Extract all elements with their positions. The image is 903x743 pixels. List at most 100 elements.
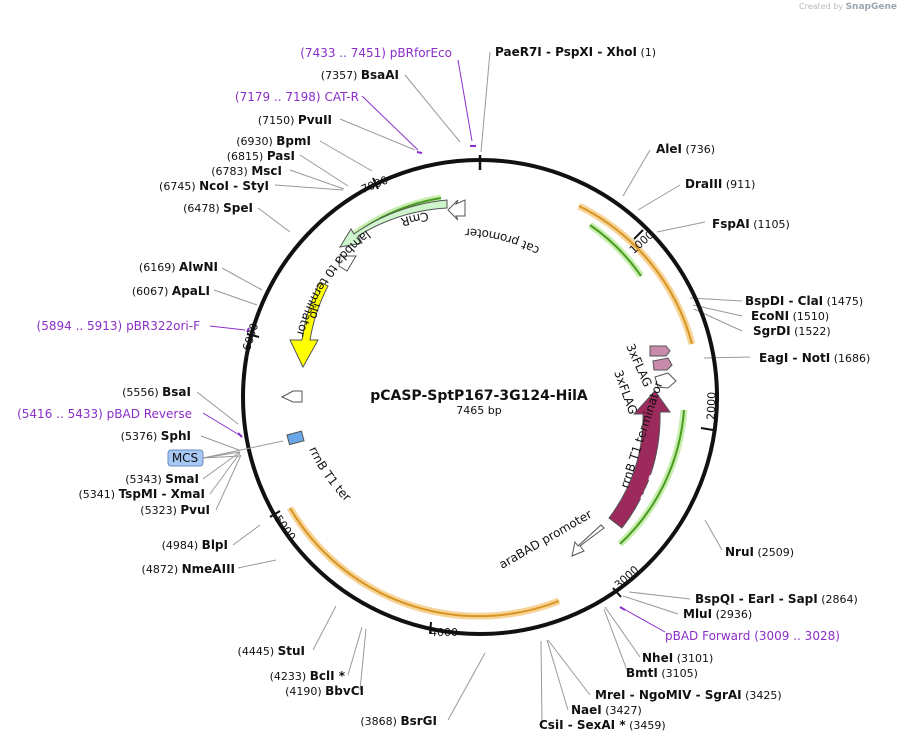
site-position: (1686)	[834, 352, 871, 365]
site-separator: -	[775, 592, 788, 606]
flag-a-arrow	[649, 345, 671, 357]
site-enzyme-name: EcoNI	[751, 309, 789, 323]
site-position: (6815)	[227, 150, 264, 163]
primer-range: (7179 .. 7198)	[235, 90, 321, 104]
site-enzyme-name: SmaI	[165, 472, 199, 486]
restriction-site-label: (5376) SphI	[121, 429, 191, 443]
site-position: (911)	[726, 178, 756, 191]
plasmid-length: 7465 bp	[456, 404, 501, 417]
site-enzyme-name: BsaAI	[361, 68, 399, 82]
site-position: (5323)	[140, 504, 177, 517]
site-position: (6169)	[139, 261, 176, 274]
site-position: (736)	[686, 143, 716, 156]
site-position: (2936)	[716, 608, 753, 621]
site-enzyme-name: NruI	[725, 545, 754, 559]
site-enzyme-name: BbvCI	[325, 684, 364, 698]
site-position: (4872)	[142, 563, 179, 576]
site-separator: -	[564, 718, 577, 732]
site-enzyme-name: SgrAI	[705, 688, 742, 702]
site-position: (3105)	[661, 667, 698, 680]
restriction-site-label: (5556) BsaI	[122, 385, 191, 399]
primer-range: (7433 .. 7451)	[300, 46, 386, 60]
cat-promoter-label: cat promoter	[465, 225, 542, 257]
site-enzyme-name: PaeR7I	[495, 45, 542, 59]
restriction-site-label: EcoNI (1510)	[751, 309, 829, 323]
primer-range: (3009 .. 3028)	[754, 629, 840, 643]
restriction-site-label: BspDI - ClaI (1475)	[745, 294, 863, 308]
restriction-site-label: MluI (2936)	[683, 607, 752, 621]
site-enzyme-name: PspXI	[555, 45, 593, 59]
restriction-site-label: (6815) PasI	[227, 149, 295, 163]
primer-range: (5894 .. 5913)	[37, 319, 123, 333]
restriction-site-label: (5341) TspMI - XmaI	[79, 487, 205, 501]
restriction-site-label: CsiI - SexAI * (3459)	[539, 718, 666, 732]
restriction-site-label: AleI (736)	[656, 142, 715, 156]
restriction-site-label: (6067) ApaLI	[132, 284, 210, 298]
feature-labels: CmR cat promoter lambda t0 terminator or…	[0, 0, 665, 572]
site-position: (7357)	[321, 69, 358, 82]
site-enzyme-name: MreI	[595, 688, 625, 702]
primer-binding-marks	[237, 145, 626, 611]
restriction-site-label: FspAI (1105)	[712, 217, 790, 231]
site-enzyme-name: CsiI	[539, 718, 564, 732]
site-separator: -	[157, 487, 170, 501]
restriction-site-label: (6783) MscI	[211, 164, 282, 178]
site-enzyme-name: EarI	[748, 592, 775, 606]
site-separator: -	[229, 179, 242, 193]
primer-label: pBAD Forward (3009 .. 3028)	[665, 629, 840, 643]
site-separator: -	[625, 688, 638, 702]
plasmid-name: pCASP-SptP167-3G124-HilA	[370, 388, 588, 404]
site-enzyme-name: PvuI	[180, 503, 210, 517]
site-enzyme-name: BpmI	[276, 134, 311, 148]
site-position: (6745)	[159, 180, 196, 193]
site-position: (1475)	[827, 295, 864, 308]
flag-b-label: 3xFLAG	[611, 368, 640, 416]
site-enzyme-name: NgoMIV	[639, 688, 692, 702]
site-enzyme-name: StyI	[242, 179, 269, 193]
site-enzyme-name: BclI *	[310, 669, 346, 683]
site-position: (6478)	[183, 202, 220, 215]
mcs-lines	[202, 440, 284, 459]
restriction-site-label: (4190) BbvCI	[285, 684, 364, 698]
site-enzyme-name: NaeI	[571, 703, 602, 717]
mcs-feature-box	[286, 430, 305, 446]
site-position: (5343)	[125, 473, 162, 486]
site-position: (3459)	[629, 719, 666, 732]
ori-arrow	[289, 281, 329, 369]
restriction-site-label: NruI (2509)	[725, 545, 794, 559]
site-position: (3868)	[360, 715, 397, 728]
restriction-site-label: (5323) PvuI	[140, 503, 210, 517]
site-separator: -	[784, 294, 797, 308]
restriction-site-label: (4233) BclI *	[270, 669, 346, 683]
rrnb-left-arrow	[280, 390, 303, 403]
site-position: (5341)	[79, 488, 116, 501]
site-separator: -	[542, 45, 555, 59]
site-enzyme-name: StuI	[278, 644, 305, 658]
site-enzyme-name: TspMI	[119, 487, 158, 501]
site-separator: -	[788, 351, 801, 365]
restriction-site-label: (4445) StuI	[238, 644, 305, 658]
primer-name: pBR322ori-F	[126, 319, 200, 333]
site-enzyme-name: BsaI	[162, 385, 191, 399]
watermark-prefix: Created by	[799, 2, 844, 11]
site-position: (3425)	[745, 689, 782, 702]
restriction-site-label: (3868) BsrGI	[360, 714, 437, 728]
restriction-site-labels: PaeR7I - PspXI - XhoI (1)AleI (736)DraII…	[79, 45, 871, 732]
primer-leaders	[202, 59, 666, 633]
primer-name: CAT-R	[324, 90, 359, 104]
restriction-site-label: MreI - NgoMIV - SgrAI (3425)	[595, 688, 782, 702]
tick-7000: 7000	[359, 173, 390, 196]
cmr-label: CmR	[399, 209, 429, 229]
primer-range: (5416 .. 5433)	[17, 407, 103, 421]
site-enzyme-name: SphI	[161, 429, 191, 443]
site-separator: -	[735, 592, 748, 606]
ticks	[246, 177, 714, 635]
arabad-promoter-arrow	[571, 524, 605, 557]
site-enzyme-name: AleI	[656, 142, 682, 156]
site-position: (7150)	[258, 114, 295, 127]
tick-2000: 2000	[705, 392, 719, 420]
site-enzyme-name: ClaI	[798, 294, 823, 308]
mcs-badge: MCS	[167, 449, 204, 467]
restriction-site-label: PaeR7I - PspXI - XhoI (1)	[495, 45, 656, 59]
